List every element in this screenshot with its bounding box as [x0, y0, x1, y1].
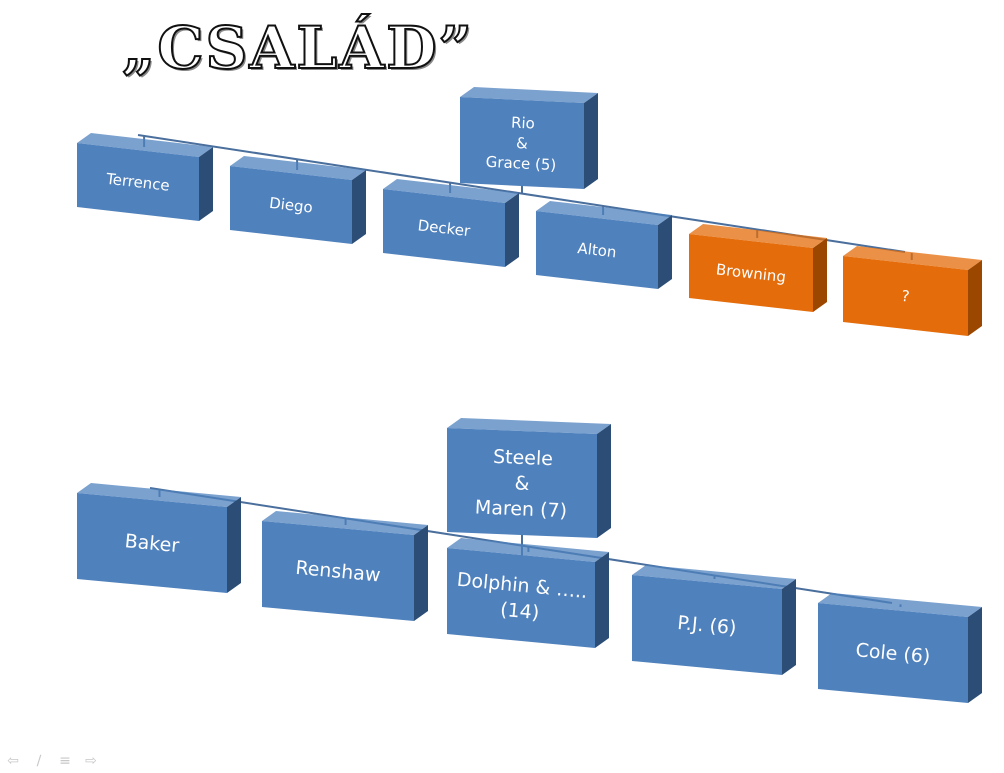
menu-icon[interactable]: ≡ [59, 753, 71, 769]
family-1-child-box-3-label: Decker [417, 216, 472, 240]
family-2-child-box-3-top [447, 538, 609, 562]
family-1-parent-box-label: Rio [511, 113, 536, 132]
family-2-parent-box-label: & [514, 472, 530, 495]
family-2-parent-box-label: Steele [493, 446, 554, 470]
family-2-child-box-5-face [818, 603, 968, 703]
family-2-child-box-4-face [632, 575, 782, 675]
family-2-parent-box-side [597, 424, 611, 538]
family-1-child-box-2-label: Diego [268, 194, 313, 217]
family-2-parent-box: Steele&Maren (7) [447, 418, 611, 538]
previous-slide-icon[interactable]: ⇦ [7, 753, 19, 769]
family-2-child-box-1-side [227, 497, 241, 593]
family-2-child-box-1: Baker [77, 483, 241, 593]
family-1-child-box-4-side [658, 215, 672, 289]
family-2-parent-box-label: Maren (7) [474, 496, 567, 522]
family-2-child-box-2-side [414, 525, 428, 621]
family-1-child-box-4-label: Alton [577, 239, 618, 261]
family-1-child-box-6-label: ? [901, 287, 911, 306]
family-2-child-box-5-side [968, 607, 982, 703]
family-1-child-box-6-side [968, 260, 982, 336]
family-1-parent-box-label: & [516, 134, 529, 153]
family-2-child-box-4-top [632, 565, 796, 589]
family-1-child-box-6-top [843, 246, 982, 270]
slide-navigation: ⇦ ∕ ≡ ⇨ [4, 753, 100, 769]
family-2-child-box-5-top [818, 593, 982, 617]
family-2-child-box-1-face [77, 493, 227, 593]
pen-icon[interactable]: ∕ [36, 753, 42, 769]
family-2-child-box-3-face [447, 548, 595, 648]
family-1-parent-box-label: Grace (5) [485, 153, 556, 174]
family-1-child-box-5-top [689, 224, 827, 248]
family-2-child-box-1-top [77, 483, 241, 507]
family-1-child-box-4-face [536, 211, 658, 289]
next-slide-icon[interactable]: ⇨ [85, 753, 97, 769]
family-1-child-box-2-top [230, 156, 366, 180]
family-2-child-box-2-top [262, 511, 428, 535]
family-2-child-box-1-label: Baker [124, 530, 181, 557]
family-1-child-box-2: Diego [230, 156, 366, 244]
family-1-child-box-2-face [230, 166, 352, 244]
family-2-child-box-3-side [595, 552, 609, 648]
family-2-parent-box-top [447, 418, 611, 434]
family-1-child-box-1-top [77, 133, 213, 157]
family-1-child-box-5: Browning [689, 224, 827, 312]
family-1-child-box-3: Decker [383, 179, 519, 267]
family-1-parent-box: Rio &Grace (5) [460, 87, 598, 189]
family-1-child-box-1-face [77, 143, 199, 221]
family-1-child-box-1: Terrence [77, 133, 213, 221]
family-1-child-box-4-top [536, 201, 672, 225]
family-1-child-box-4: Alton [536, 201, 672, 289]
family-1-child-box-6-face [843, 256, 968, 336]
family-1-child-box-2-side [352, 170, 366, 244]
family-2-parent-box-face [447, 428, 597, 538]
family-1-child-box-6: ? [843, 246, 982, 336]
family-2-child-box-3-label: (14) [499, 599, 540, 625]
family-1-parent-box-face [460, 97, 584, 189]
family-1-child-box-3-face [383, 189, 505, 267]
family-1-parent-box-top [460, 87, 598, 103]
family-2-child-box-4: P.J. (6) [632, 565, 796, 675]
family-2-child-box-4-side [782, 579, 796, 675]
family-2-child-box-2-face [262, 521, 414, 621]
family-1-child-box-1-side [199, 147, 213, 221]
family-2-child-box-4-label: P.J. (6) [676, 612, 737, 639]
family-1-child-box-3-top [383, 179, 519, 203]
family-2-child-box-5: Cole (6) [818, 593, 982, 703]
family-1-child-box-5-face [689, 234, 813, 312]
family-2-child-box-2: Renshaw [262, 511, 428, 621]
family-1-child-box-3-side [505, 193, 519, 267]
family-1-child-box-5-side [813, 238, 827, 312]
family-2-child-box-3: Dolphin & …..(14) [447, 538, 609, 648]
family-1-parent-box-side [584, 93, 598, 189]
page-title: „CSALÁD” [121, 13, 474, 83]
